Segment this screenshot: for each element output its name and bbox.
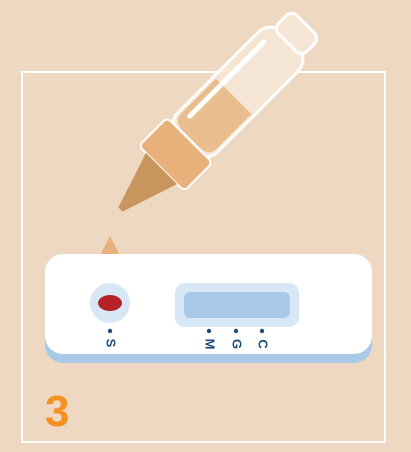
dropper-bottle-icon <box>98 2 329 233</box>
sample-label: S <box>104 339 119 348</box>
m-mark-dot <box>207 329 211 333</box>
c-mark-dot <box>260 329 264 333</box>
g-label: G <box>230 339 245 349</box>
m-label: M <box>203 339 218 350</box>
g-mark-dot <box>234 329 238 333</box>
blood-sample-icon <box>98 295 122 311</box>
test-window-strip <box>184 292 290 318</box>
sample-mark-dot <box>108 329 112 333</box>
step-number: 3 <box>45 386 69 438</box>
test-cassette: S M G C <box>45 254 372 363</box>
c-label: C <box>256 339 271 349</box>
